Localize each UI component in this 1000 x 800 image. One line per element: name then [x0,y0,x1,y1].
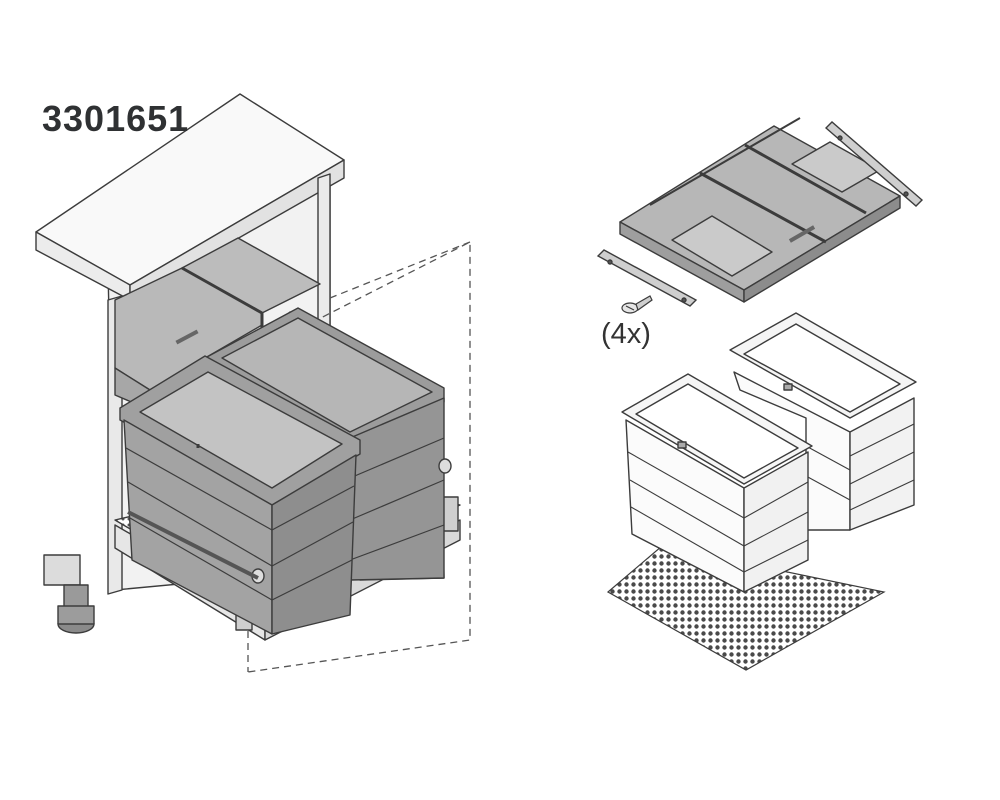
cabinet-foot-stem [63,584,89,610]
product-code: 3301651 [42,98,190,139]
drainage-mat [606,545,886,671]
exploded-lid-label [788,225,816,243]
rail-right [824,121,924,207]
rail-left [596,249,698,307]
screw-quantity-label: (4x) [601,318,651,350]
cabinet-foot-bracket [43,554,81,586]
exploded-lid [619,117,901,303]
bin-front-inner [139,371,343,489]
lid-label [175,329,199,345]
exploded-lid-panel-side [743,195,901,303]
screw-icon [621,295,653,314]
exploded-rails [596,121,924,307]
cabinet-assembly [35,93,471,673]
exploded-bin-back [729,312,917,531]
bin-back-opening [221,317,433,433]
exploded-bin-front [621,373,813,593]
drawer-crossbar [127,510,259,580]
bin-back-handle [438,458,452,474]
